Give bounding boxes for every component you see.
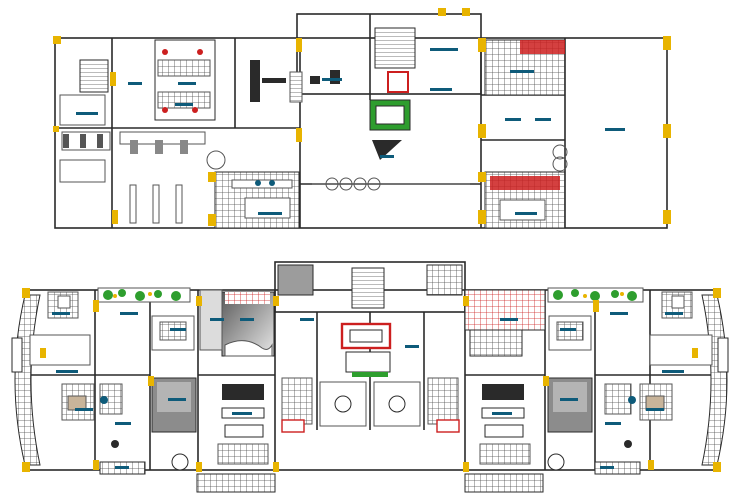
lower-bottom-balconies: [99, 461, 641, 493]
lower-bathrooms: [100, 396, 636, 471]
lower-stair-core: [340, 267, 392, 377]
upper-room-labels: [76, 48, 625, 215]
upper-washrooms-left: [214, 171, 300, 229]
upper-toilets-left: [154, 39, 216, 121]
gym-equipment: [59, 59, 226, 224]
upper-washrooms-right: [484, 171, 566, 229]
lobby-fixtures: [250, 60, 340, 103]
balcony-planters: [97, 287, 644, 303]
upper-shop-tiled: [484, 39, 566, 96]
lower-curved-ends: [14, 294, 728, 466]
upper-outline: [54, 13, 668, 229]
upper-doors: [53, 8, 671, 226]
lower-red-tiled: [225, 289, 546, 331]
lower-kitchens: [151, 264, 593, 433]
lower-plan: [11, 261, 729, 493]
upper-stair-core: [369, 27, 416, 160]
lower-doors: [22, 288, 721, 472]
lower-central-units: [281, 377, 460, 433]
lower-room-labels: [52, 312, 684, 469]
pool-deck-railing: [312, 144, 568, 191]
upper-plan: [53, 8, 671, 229]
